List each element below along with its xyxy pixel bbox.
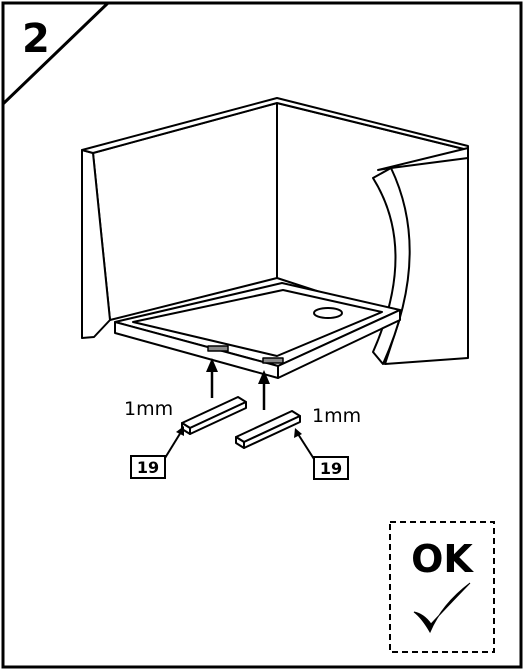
part-callout-right: 19	[294, 428, 349, 480]
placement-arrows	[206, 358, 270, 410]
drain-icon	[313, 307, 343, 319]
leader-line-left	[164, 431, 182, 459]
shim-left	[181, 396, 247, 435]
arrow-up-icon	[206, 358, 218, 372]
leader-arrow-icon	[294, 428, 302, 438]
back-wall	[92, 102, 278, 321]
leader-line-right	[297, 433, 315, 460]
part-number-right: 19	[320, 459, 342, 478]
gap-label-left: 1mm	[124, 398, 173, 420]
step-number: 2	[22, 16, 50, 62]
arrow-up-icon	[258, 370, 270, 384]
shim-placed-right	[262, 357, 284, 364]
gap-label-right: 1mm	[312, 405, 361, 427]
shower-tray-illustration	[81, 97, 469, 379]
ok-confirmation: OK	[389, 521, 495, 653]
tray-side-face	[277, 309, 401, 379]
checkmark-icon	[413, 582, 471, 634]
shim-right	[235, 410, 301, 449]
part-number-left: 19	[137, 458, 159, 477]
ok-box	[389, 521, 495, 653]
leader-arrow-icon	[176, 426, 184, 436]
part-callout-left: 19	[130, 426, 184, 479]
step-badge: 2	[1, 1, 112, 108]
right-ledge	[377, 147, 469, 171]
tray-basin	[132, 289, 383, 357]
shim-placed-left	[207, 345, 229, 352]
loose-shims	[181, 396, 301, 449]
ok-label: OK	[411, 537, 474, 581]
